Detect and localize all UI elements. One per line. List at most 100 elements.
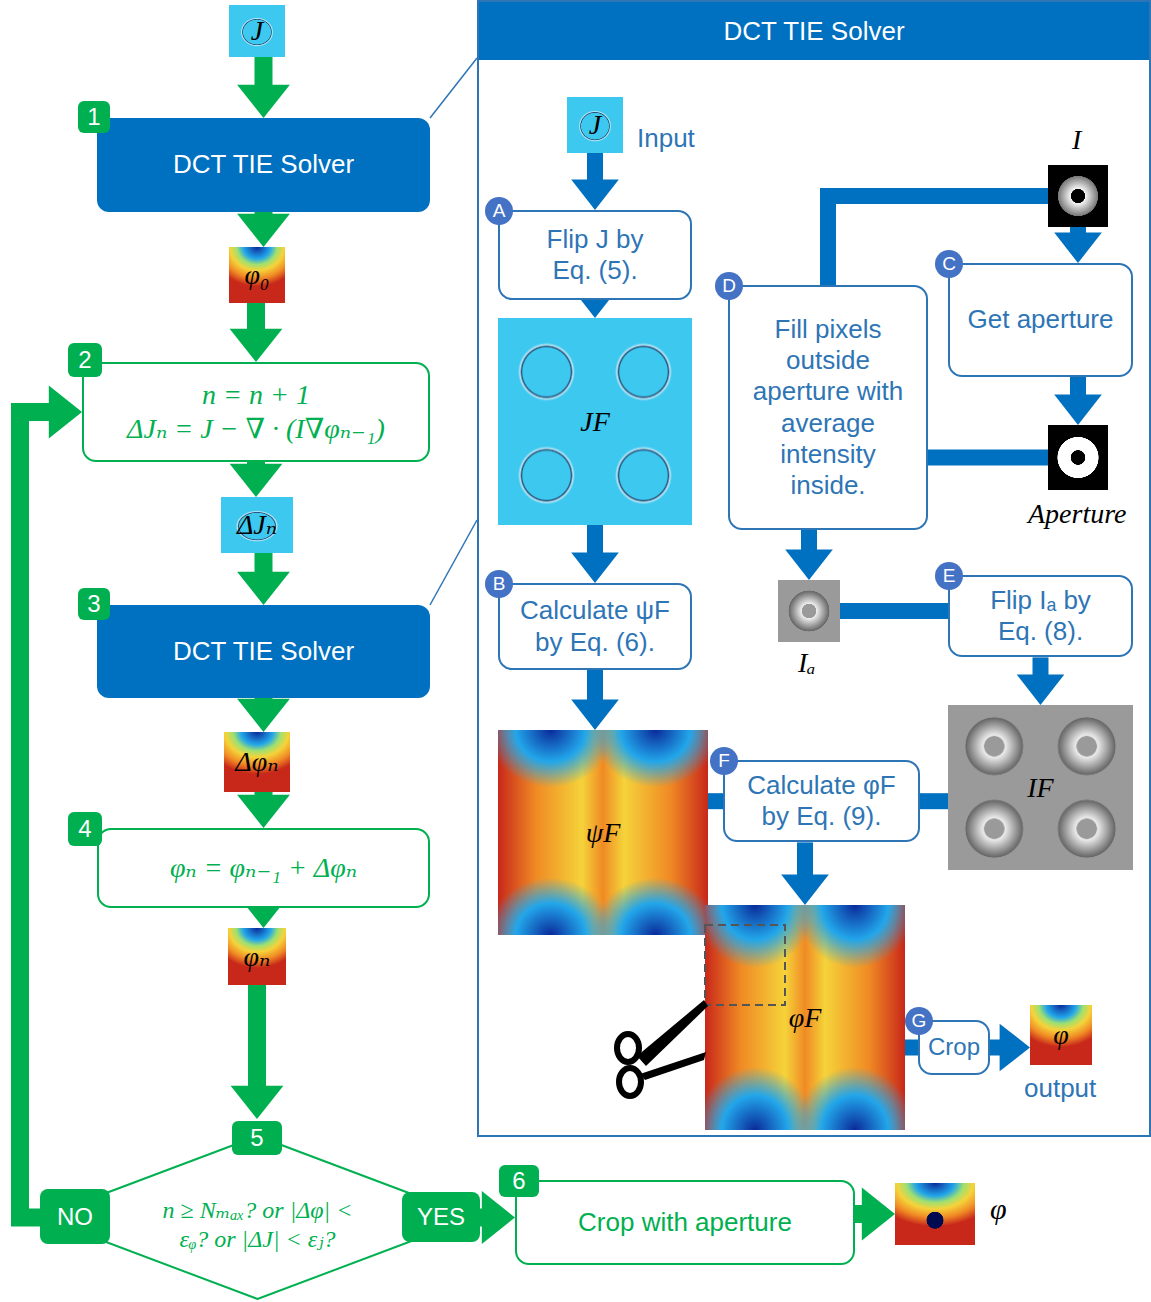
arrow-head <box>237 572 290 605</box>
connector-group <box>571 153 619 210</box>
math-label: Iₐ <box>798 646 816 680</box>
arrow-head <box>1054 233 1102 263</box>
step-letter: F <box>710 747 738 775</box>
math-label: IF <box>1027 771 1053 805</box>
image-thumbnail: I <box>1048 165 1108 227</box>
branch-label: YES <box>402 1192 480 1242</box>
scissors-handle <box>619 1068 641 1096</box>
connector-group <box>920 801 948 802</box>
connector-group <box>571 670 619 730</box>
arrow-head <box>571 180 619 210</box>
connector-group <box>990 1024 1030 1072</box>
arrow-head <box>1000 1024 1030 1072</box>
image-thumbnail: φF <box>705 905 905 1130</box>
step-box: FCalculate φF by Eq. (9). <box>723 760 920 842</box>
box-label: Crop with aperture <box>578 1207 792 1238</box>
connector-group <box>237 212 290 247</box>
arrow-head <box>482 1191 515 1244</box>
branch-label: NO <box>40 1189 110 1244</box>
step-letter: A <box>485 197 513 225</box>
connector-group <box>237 57 290 118</box>
arrow-head <box>781 875 829 905</box>
math-label: n = n + 1 <box>202 378 310 412</box>
arrow-head <box>1054 395 1102 425</box>
flow-connector <box>905 1040 918 1056</box>
scissors-blade <box>640 1052 706 1080</box>
arrow-head <box>1017 675 1065 705</box>
flow-connector <box>255 553 273 574</box>
math-label: I <box>1072 123 1081 157</box>
detail-panel: JInputAFlip J by Eq. (5).JFBCalculate ψF… <box>477 0 1151 1137</box>
flow-connector <box>248 985 266 1088</box>
math-label: Aperture <box>1028 497 1127 531</box>
connector-group <box>708 801 723 802</box>
math-label: ψF <box>586 816 621 850</box>
flow-connector <box>840 603 948 619</box>
connector-group <box>1054 377 1102 425</box>
box-label: DCT TIE Solver <box>173 636 354 667</box>
arrow-head <box>237 214 290 247</box>
connector-group <box>237 553 290 605</box>
process-box: 2n = n + 1ΔJₙ = J − ∇ · (I∇φₙ₋₁) <box>82 362 430 462</box>
step-letter: E <box>935 562 963 590</box>
image-thumbnail: ψF <box>498 730 708 935</box>
box-label: Input <box>637 123 695 154</box>
connector-group <box>1017 657 1065 705</box>
step-letter: C <box>935 250 963 278</box>
image-thumbnail: φ <box>895 1183 975 1245</box>
image-thumbnail: φoutput <box>1030 1005 1092 1065</box>
math-label: φF <box>789 1001 822 1035</box>
arrow-head <box>230 329 283 362</box>
step-number: 3 <box>78 588 110 620</box>
box-label: Crop <box>928 1033 980 1062</box>
step-number: 1 <box>78 101 110 133</box>
connector-group <box>430 520 477 605</box>
arrow-head <box>231 1086 284 1119</box>
image-thumbnail: φₙ <box>228 928 286 985</box>
connector-group <box>231 985 284 1119</box>
flow-connector <box>920 793 948 809</box>
math-label: φ <box>990 1191 1007 1227</box>
math-label: ΔJₙ <box>237 508 277 542</box>
flow-connector <box>708 793 723 809</box>
image-thumbnail: Aperture <box>1048 425 1108 490</box>
step-number: 4 <box>68 812 102 846</box>
flow-connector <box>430 58 477 118</box>
flow-connector <box>255 57 273 87</box>
arrow-head <box>785 550 833 580</box>
connector-group <box>781 842 829 905</box>
box-label: Flip J by Eq. (5). <box>530 224 660 286</box>
math-label: Δφₙ <box>235 745 278 779</box>
connector-group <box>230 303 283 362</box>
math-label: J <box>589 108 601 142</box>
connector-group <box>237 792 290 828</box>
connector-group <box>840 611 948 612</box>
panel-title: DCT TIE Solver <box>479 2 1149 60</box>
connector-group <box>855 1188 895 1241</box>
arrow-head <box>230 464 283 497</box>
arrow-head <box>571 553 619 583</box>
step-letter: G <box>905 1007 933 1035</box>
step-box: BCalculate ψF by Eq. (6). <box>498 583 692 670</box>
flow-connector <box>587 525 603 555</box>
scissors-handle <box>617 1034 639 1062</box>
connector-group <box>571 525 619 583</box>
box-label: DCT TIE Solver <box>173 149 354 180</box>
math-label: φₙ = φₙ₋₁ + Δφₙ <box>170 851 357 885</box>
arrow-head <box>237 85 290 118</box>
image-thumbnail: JInput <box>567 97 623 153</box>
step-letter: B <box>485 570 513 598</box>
math-label: n ≥ Nₘₐₓ? or |Δφ| < εᵩ? or |ΔJ| < εⱼ? <box>158 1196 358 1254</box>
image-thumbnail: J <box>229 5 285 57</box>
flow-connector <box>587 153 603 182</box>
process-box: 6Crop with aperture <box>515 1180 855 1265</box>
math-label: φₙ <box>244 940 271 974</box>
math-label: JF <box>580 405 610 439</box>
connector-group <box>20 386 82 1218</box>
step-letter: D <box>715 272 743 300</box>
box-label: Calculate ψF by Eq. (6). <box>512 595 678 657</box>
arrow-head <box>237 699 290 732</box>
scissors-blade <box>637 1000 708 1066</box>
step-box: GCrop <box>918 1020 990 1075</box>
arrow-head <box>571 700 619 730</box>
